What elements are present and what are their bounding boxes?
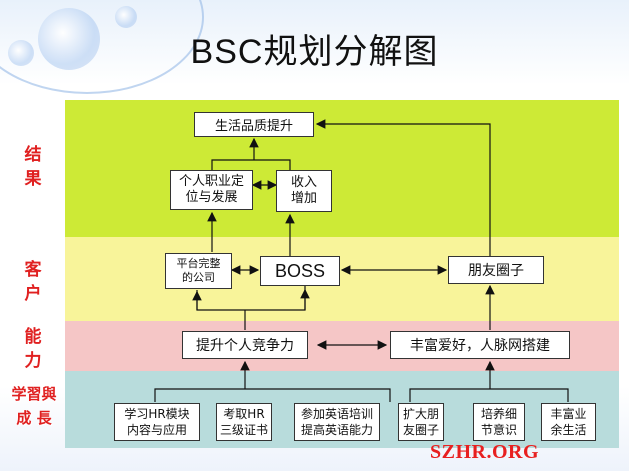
node-hr-certificate: 考取HR 三级证书 [216, 403, 272, 441]
node-hr-module: 学习HR模块 内容与应用 [114, 403, 200, 441]
node-income-increase: 收入 增加 [276, 170, 332, 212]
side-label-results: 结 果 [24, 145, 44, 189]
side-label-ability: 能 力 [24, 327, 44, 371]
results-band [65, 100, 619, 237]
node-expand-friends: 扩大朋 友圈子 [398, 403, 444, 441]
node-competitiveness: 提升个人竞争力 [182, 331, 308, 359]
node-life-quality: 生活品质提升 [194, 112, 314, 137]
node-spare-time: 丰富业 余生活 [541, 403, 596, 441]
node-boss: BOSS [260, 256, 340, 286]
node-platform-company: 平台完整 的公司 [165, 253, 232, 289]
side-label-client: 客 户 [24, 260, 44, 304]
node-friend-circle: 朋友圈子 [448, 256, 544, 284]
node-detail-awareness: 培养细 节意识 [473, 403, 525, 441]
side-label-learning: 学習與 成 長 [11, 385, 57, 427]
page-title: BSC规划分解图 [190, 33, 439, 71]
node-hobbies-network: 丰富爱好，人脉网搭建 [390, 331, 570, 359]
node-career-development: 个人职业定 位与发展 [170, 170, 253, 210]
node-english-training: 参加英语培训 提高英语能力 [294, 403, 380, 441]
watermark: SZHR.ORG [430, 441, 540, 463]
